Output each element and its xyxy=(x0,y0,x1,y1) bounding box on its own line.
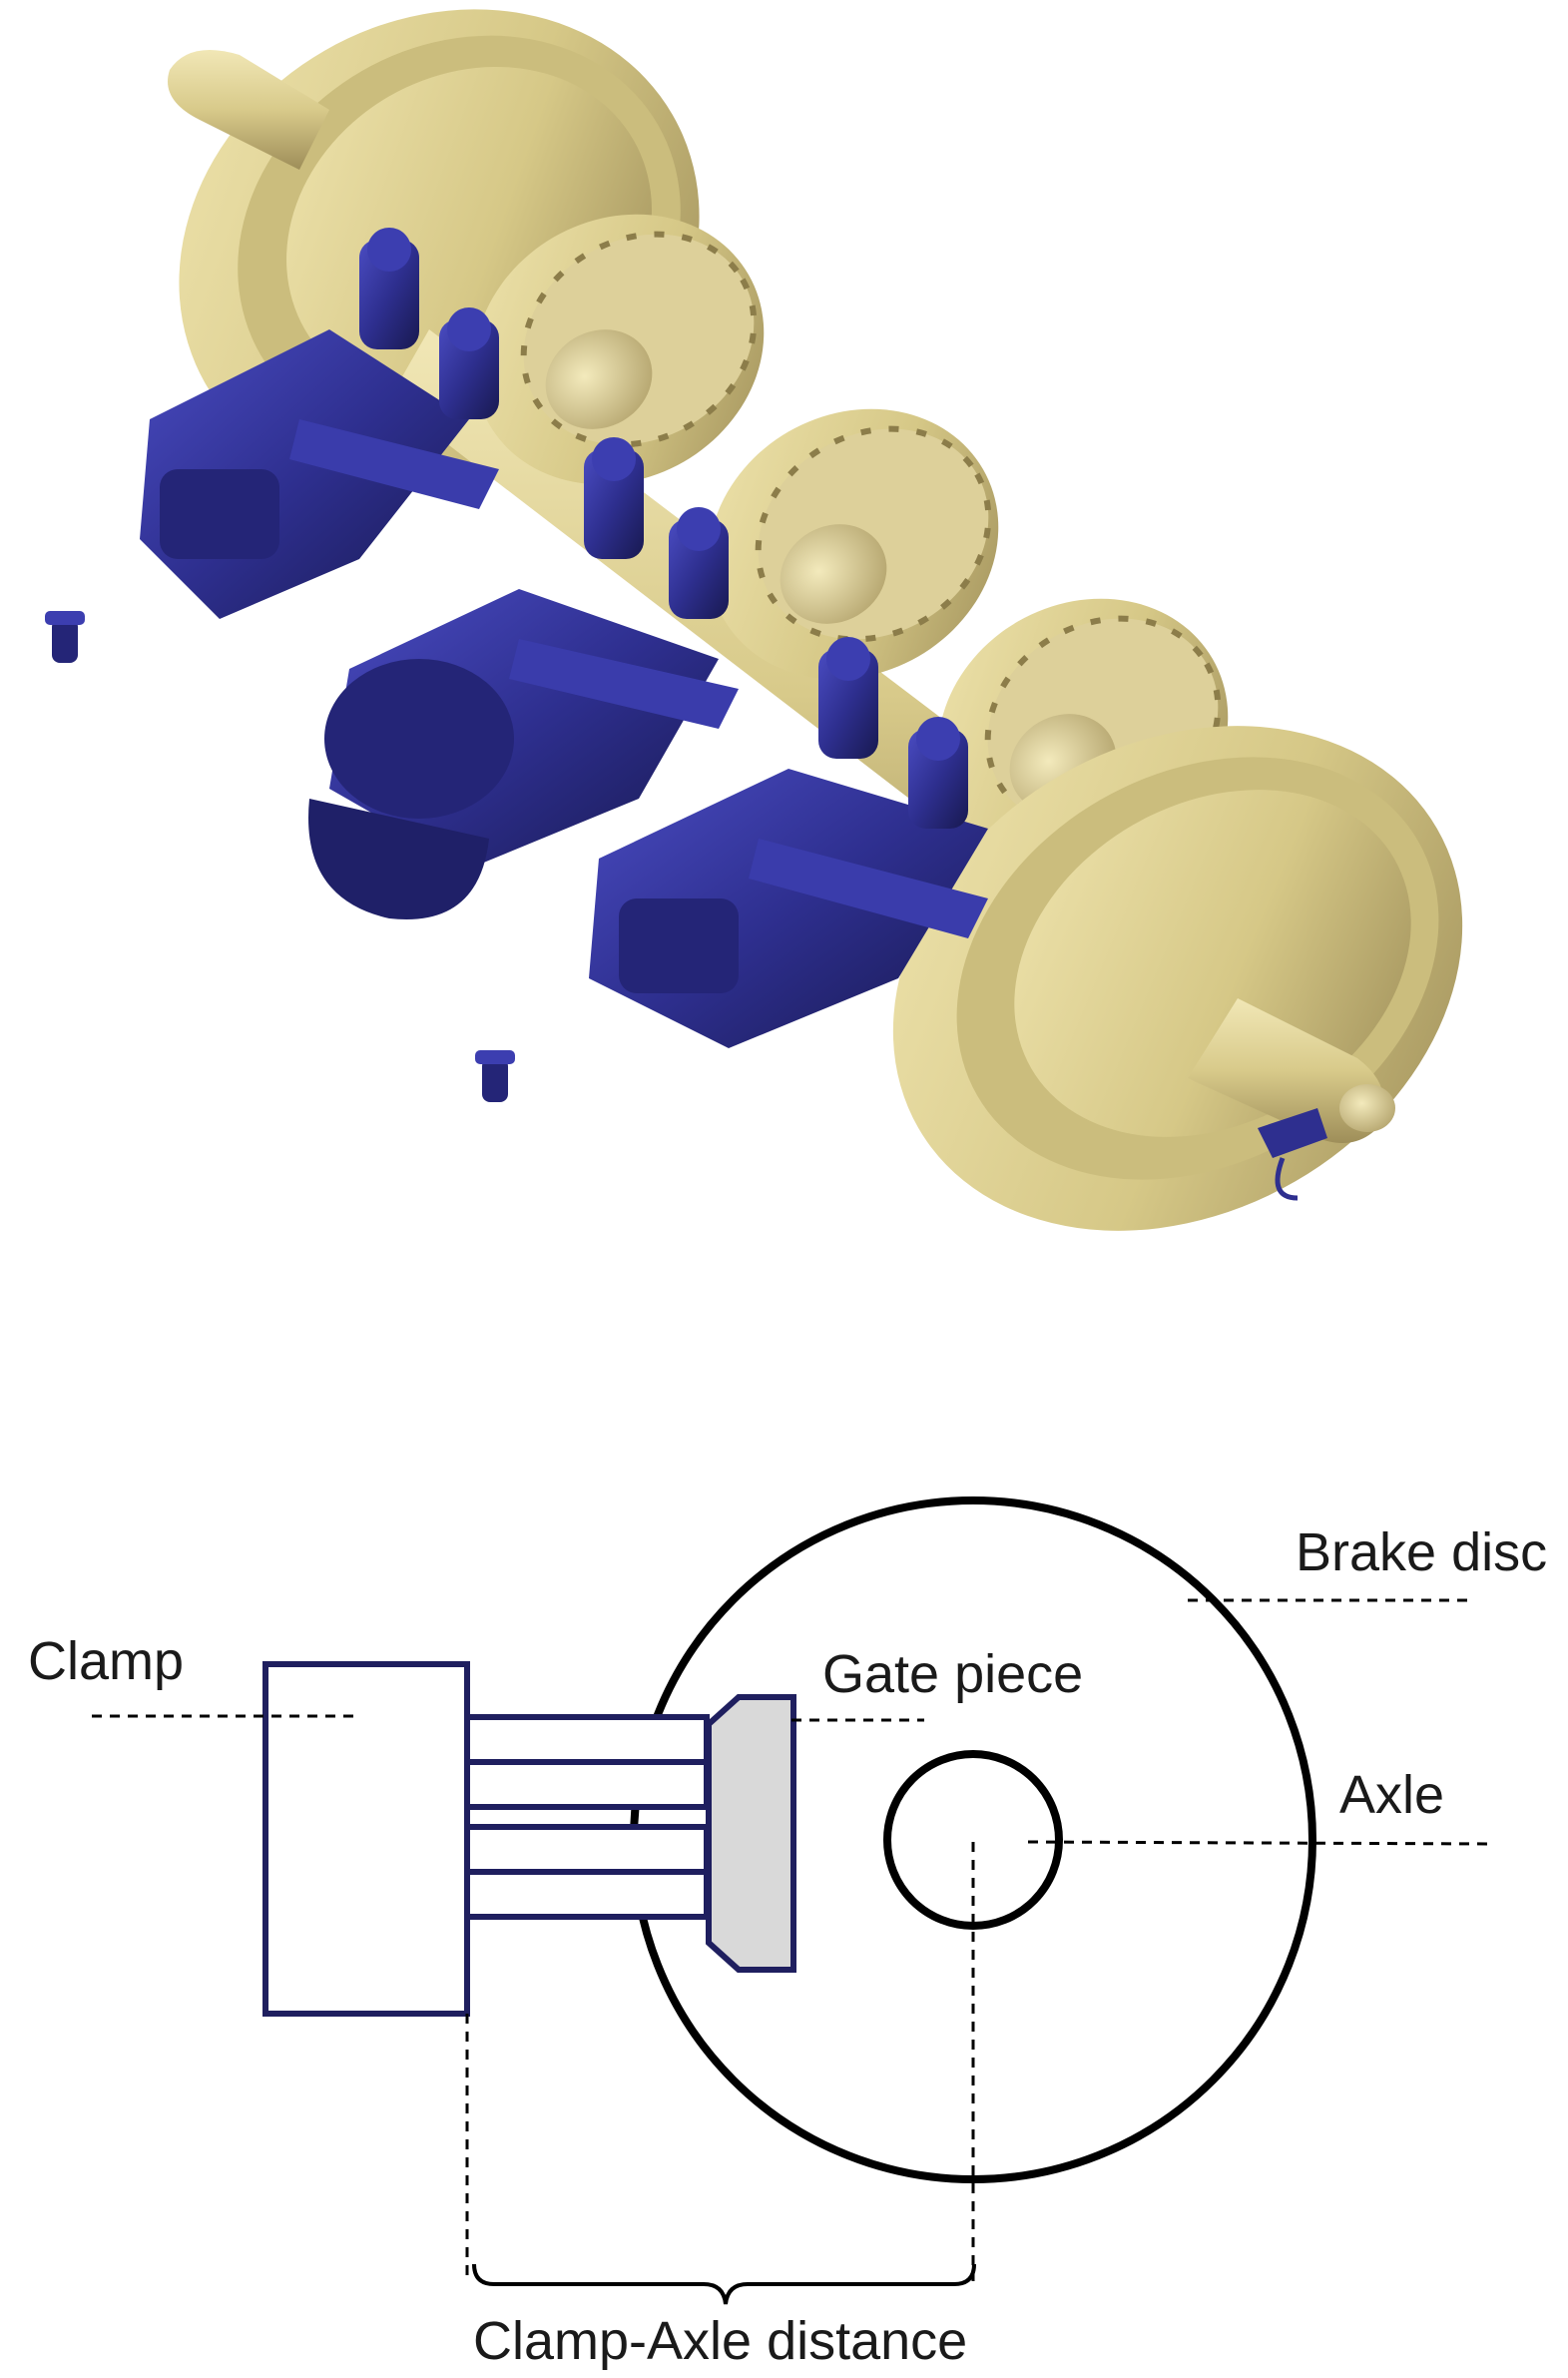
brake-disc-1 xyxy=(473,214,765,485)
brake-disc-2 xyxy=(708,408,999,680)
axle-circle xyxy=(883,1750,1063,1930)
loose-bolt-2 xyxy=(475,1050,515,1102)
caliper-assembly-3 xyxy=(589,637,988,1048)
caliper-assembly-2 xyxy=(308,437,739,919)
brake-disc-label: Brake disc xyxy=(1296,1522,1547,1582)
distance-bracket xyxy=(472,2263,976,2305)
gate-piece-label: Gate piece xyxy=(822,1644,1083,1704)
clamp-label: Clamp xyxy=(28,1631,184,1691)
clamp-arms xyxy=(464,1714,710,1920)
axle-leader xyxy=(1027,1840,1493,1846)
clamp-axle-schematic: Brake disc Clamp Gate piece Axle Clamp-A… xyxy=(28,1496,1547,2371)
caliper-assembly-1 xyxy=(140,228,499,619)
axle-end-clip xyxy=(1258,1108,1327,1201)
wheelset-brake-render xyxy=(45,9,1463,1231)
gate-piece-shape xyxy=(706,1694,796,1973)
axle-label: Axle xyxy=(1339,1765,1444,1825)
loose-bolt-1 xyxy=(45,611,85,663)
distance-label: Clamp-Axle distance xyxy=(473,2311,967,2371)
clamp-body xyxy=(262,1661,470,2017)
right-wheel xyxy=(892,726,1463,1231)
